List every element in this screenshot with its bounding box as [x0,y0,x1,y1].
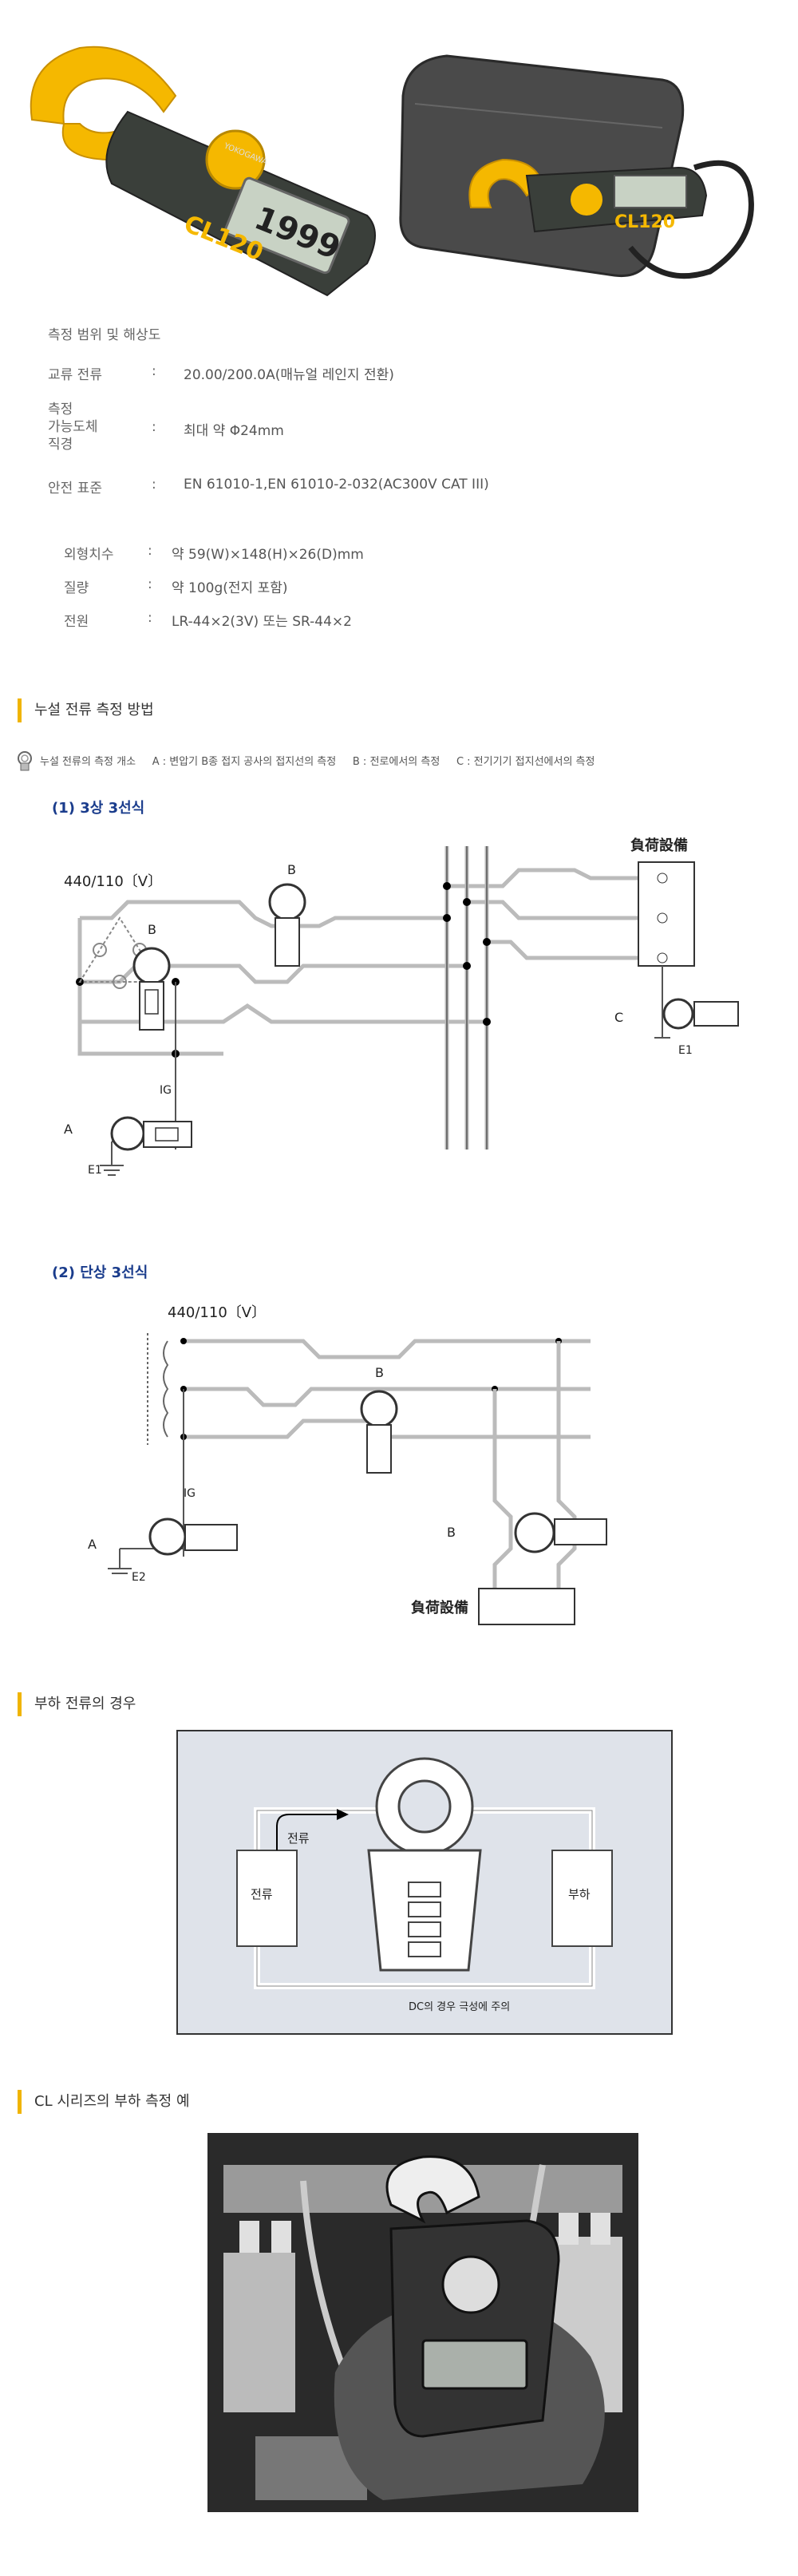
spec-colon: : [152,363,156,379]
current-arrow-label: 전류 [287,1831,310,1846]
spec-value-conductor: 최대 약 Φ24mm [184,423,284,439]
case-meter-model-label: CL120 [614,212,675,232]
spec-label-mass: 질량 [64,580,89,596]
diagram1-title: (1) 3상 3선식 [52,800,145,817]
product-photo-case: CL120 [399,54,754,279]
load-measurement-photo [207,2133,638,2512]
label-c: C [614,1010,623,1025]
section-load-current-title: 부하 전류의 경우 [18,1692,136,1716]
spec-label-power: 전원 [64,614,89,630]
spec-value-dimensions: 약 59(W)×148(H)×26(D)mm [172,547,364,563]
spec-value-ac-current: 20.00/200.0A(매뉴얼 레인지 전환) [184,367,394,383]
diagram-single-phase: 440/110〔V〕 A IG E2 B B 負荷設備 [88,1304,607,1625]
label-a-2: A [88,1537,97,1552]
voltage-label: 440/110〔V〕 [64,873,162,890]
spec-colon: : [148,610,152,626]
spec-colon: : [148,543,152,559]
diagram2-title: (2) 단상 3선식 [52,1264,148,1281]
label-e1: E1 [88,1164,102,1177]
label-ig-2: IG [184,1487,196,1500]
left-box-label: 전류 [251,1887,273,1901]
spec-value-safety: EN 61010-1,EN 61010-2-032(AC300V CAT III… [184,477,489,493]
spec-label-ac-current: 교류 전류 [48,367,102,383]
spec-colon: : [152,477,156,493]
diagram-three-phase: 440/110〔V〕 A E1 IG B B 負荷設備 C E1 [64,837,739,1177]
spec-label-dimensions: 외형치수 [64,547,114,563]
spec-colon: : [148,576,152,592]
load-current-figure: 전류 부하 전류 DC의 경우 극성에 주의 [176,1730,673,2035]
label-b1-2: B [375,1365,384,1380]
label-a: A [64,1122,73,1137]
spec-value-power: LR-44×2(3V) 또는 SR-44×2 [172,614,352,630]
label-e2: E2 [132,1571,146,1584]
spec-colon: : [152,419,156,435]
leakage-legend: 누설 전류의 측정 개소 A : 변압기 B종 접지 공사의 접지선의 측정 B… [40,756,595,768]
spec-title: 측정 범위 및 해상도 [48,327,161,343]
label-b2-2: B [447,1525,456,1540]
load-label-2: 負荷設備 [411,1599,468,1616]
load-label: 負荷設備 [630,837,688,854]
spec-label-safety: 안전 표준 [48,481,102,497]
right-box-label: 부하 [568,1887,591,1901]
dc-polarity-note: DC의 경우 극성에 주의 [409,2001,510,2013]
section-leakage-title: 누설 전류 측정 방법 [18,698,154,722]
section-example-title: CL 시리즈의 부하 측정 예 [18,2090,190,2114]
clamp-icon [18,751,32,771]
label-b1: B [148,922,156,937]
voltage-label-2: 440/110〔V〕 [168,1304,266,1321]
label-ig: IG [160,1084,172,1097]
spec-value-mass: 약 100g(전지 포함) [172,580,288,596]
spec-label-conductor: 측정 가능도체 직경 [48,402,98,453]
product-photo-meter: 1999 CL120 YOKOGAWA [30,46,376,297]
label-b2: B [287,862,296,877]
label-e1b: E1 [678,1044,693,1057]
